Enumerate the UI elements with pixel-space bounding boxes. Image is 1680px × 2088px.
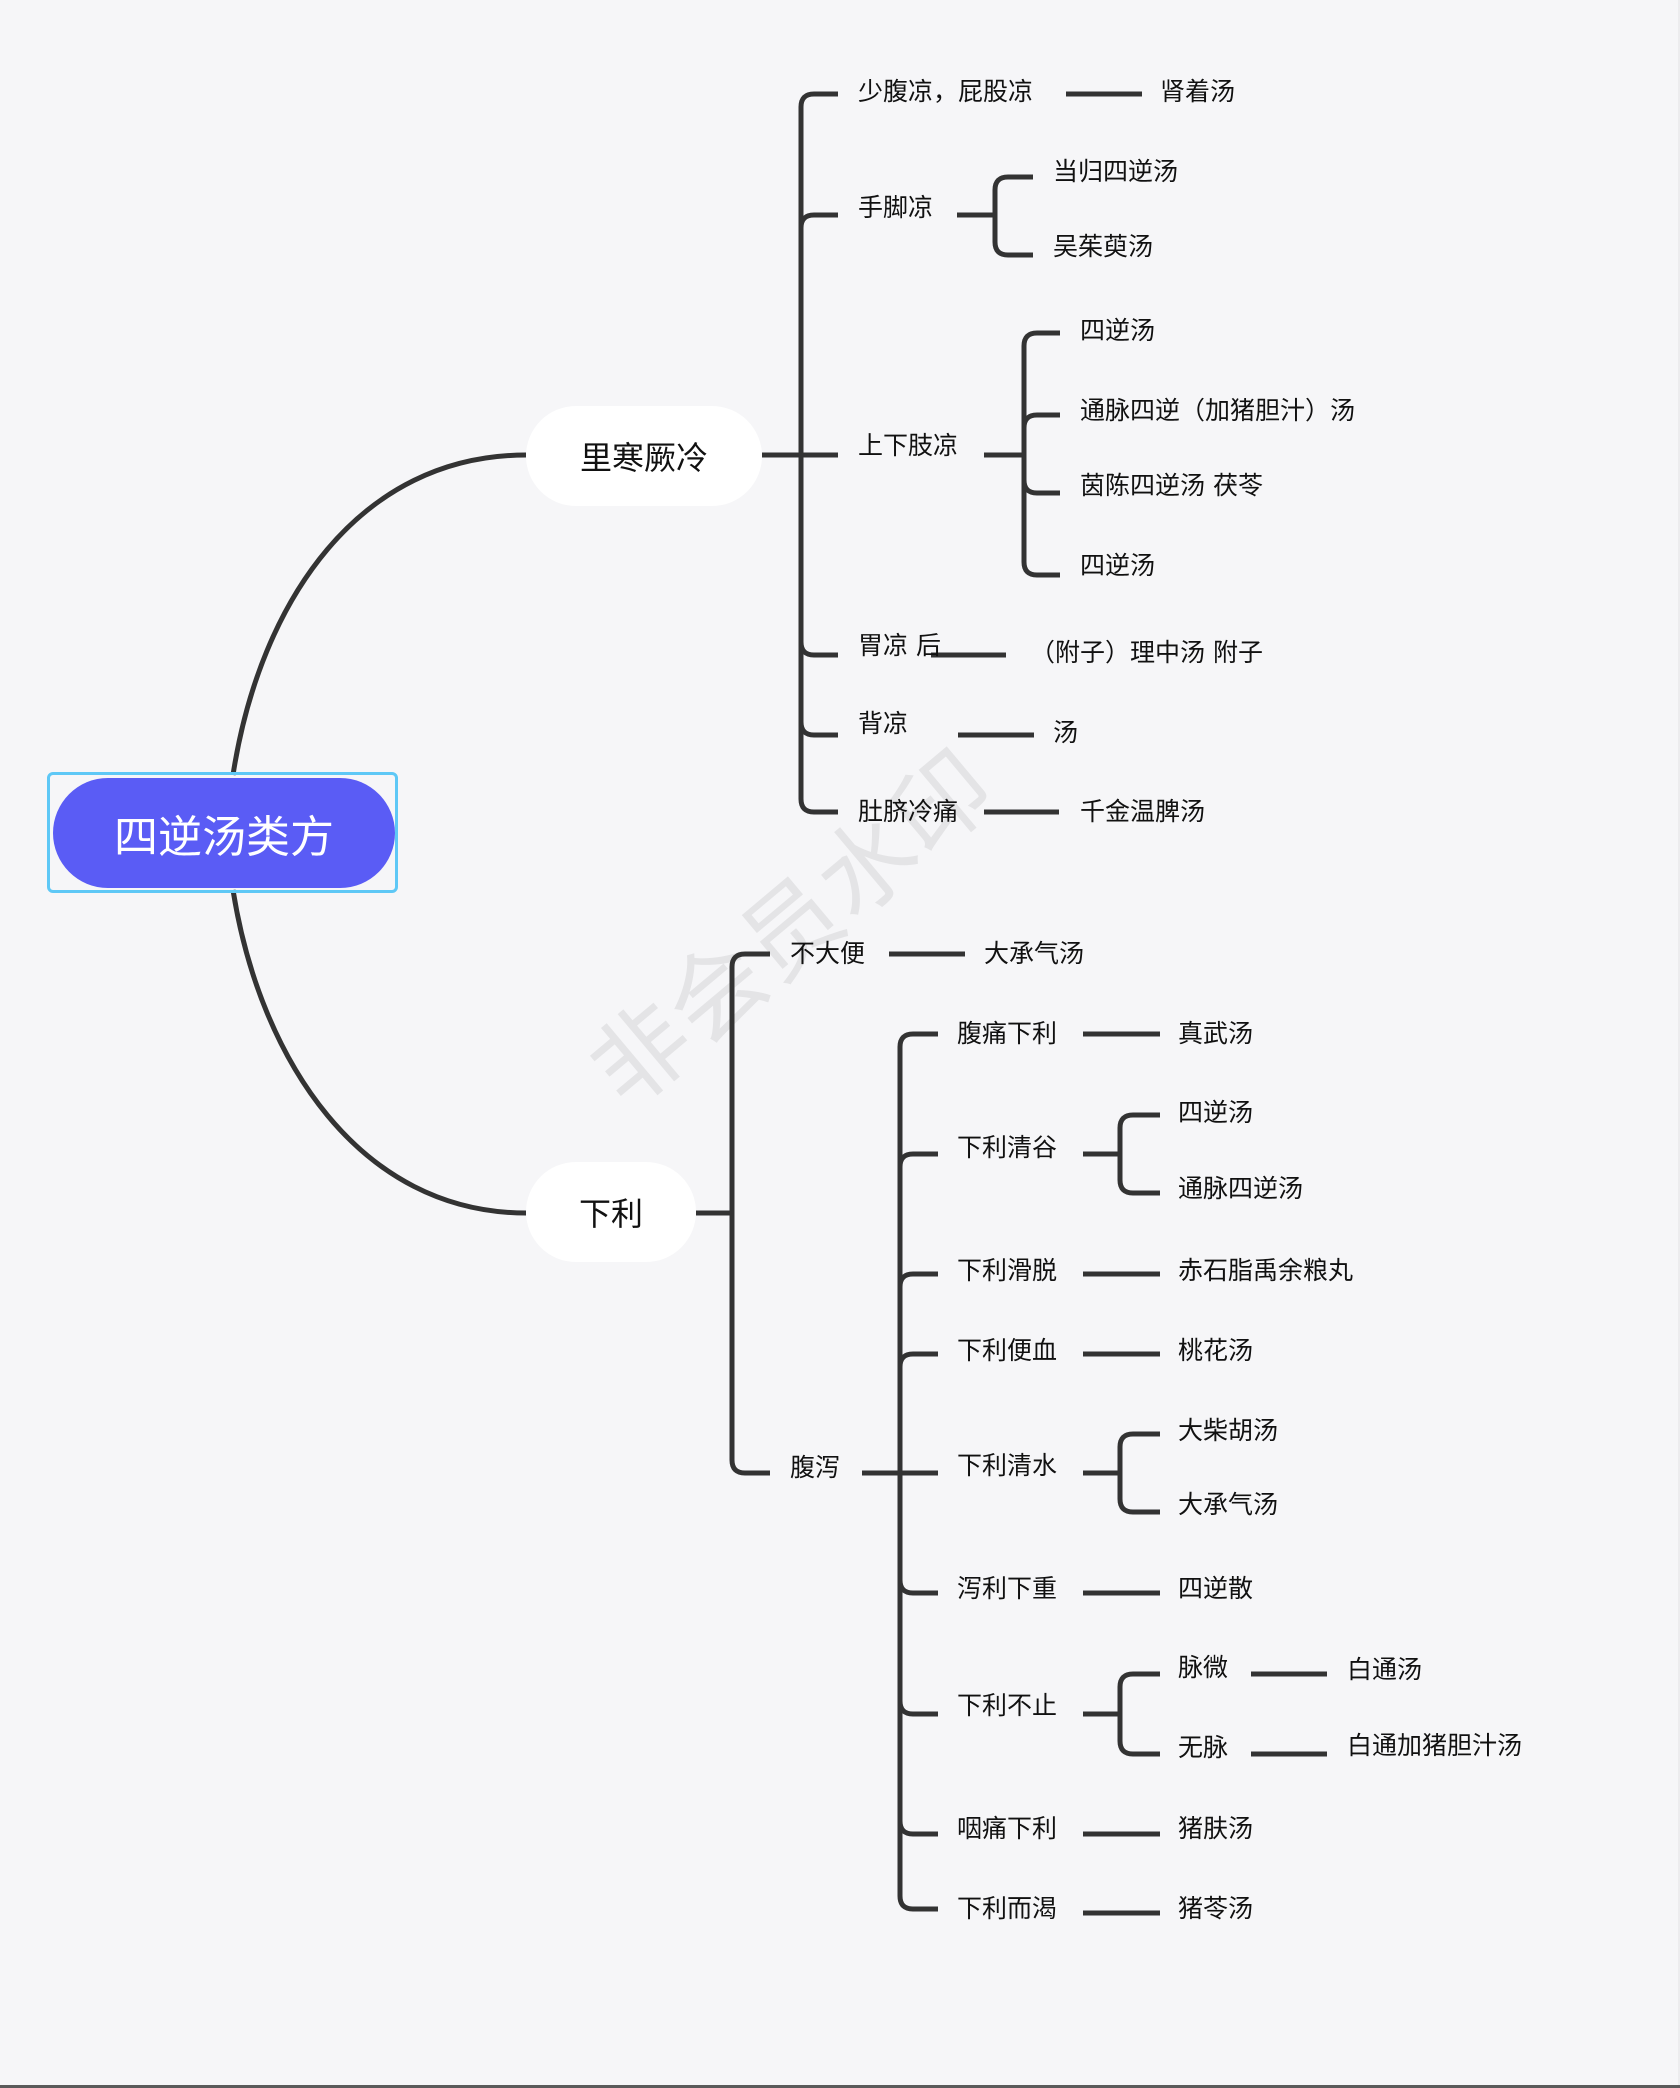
leaf-topic[interactable]: 汤 <box>1053 718 1079 747</box>
subtopic[interactable]: 肚脐冷痛 <box>858 797 959 826</box>
leaf-topic[interactable]: 猪苓汤 <box>1178 1894 1254 1923</box>
leaf-topic[interactable]: 千金温脾汤 <box>1080 797 1206 826</box>
leaf-topic[interactable]: 吴茱萸汤 <box>1053 232 1154 261</box>
leaf-topic[interactable]: 白通汤 <box>1347 1655 1423 1684</box>
leaf-topic[interactable]: 猪肤汤 <box>1178 1814 1254 1843</box>
subtopic[interactable]: 上下肢凉 <box>858 431 959 460</box>
leaf-topic[interactable]: 四逆汤 <box>1080 551 1156 580</box>
subtopic[interactable]: 无脉 <box>1178 1733 1229 1762</box>
subtopic[interactable]: 腹泻 <box>790 1453 841 1482</box>
leaf-topic[interactable]: 桃花汤 <box>1178 1336 1254 1365</box>
leaf-topic[interactable]: 通脉四逆汤 <box>1178 1174 1304 1203</box>
topic-branch-2-label: 下利 <box>578 1195 643 1233</box>
stub-b2-2-4 <box>897 1351 938 1368</box>
topic-branch-1[interactable]: 里寒厥冷 <box>526 406 762 506</box>
subtopic[interactable]: 咽痛下利 <box>957 1814 1058 1843</box>
subtopic[interactable]: 下利不止 <box>957 1691 1058 1720</box>
subtopic[interactable]: 腹痛下利 <box>957 1019 1058 1048</box>
bracket-b1-2 <box>992 174 1033 258</box>
canvas-right-edge <box>1678 0 1680 2088</box>
subtopic[interactable]: 脉微 <box>1178 1653 1229 1682</box>
stub-b1-5 <box>798 721 838 738</box>
leaf-topic[interactable]: 大承气汤 <box>1178 1490 1279 1519</box>
bracket-b2-2-7 <box>1117 1671 1160 1757</box>
bracket-b2-2-2 <box>1117 1112 1160 1196</box>
stub-b1-3-3 <box>1021 479 1060 496</box>
root-selection-frame <box>47 772 398 893</box>
stub-b1-4 <box>798 641 838 658</box>
leaf-topic[interactable]: 通脉四逆（加猪胆汁）汤 <box>1080 396 1356 425</box>
stub-b1-3-2 <box>1021 412 1060 429</box>
bracket-b2-2-5 <box>1117 1431 1160 1515</box>
leaf-topic[interactable]: 四逆汤 <box>1080 316 1156 345</box>
connector-root-to-branch-2 <box>230 889 527 1216</box>
subtopic[interactable]: 下利清谷 <box>957 1133 1058 1162</box>
topic-branch-1-label: 里寒厥冷 <box>579 439 708 477</box>
subtopic[interactable]: 下利清水 <box>957 1451 1058 1480</box>
root-topic-label: 四逆汤类方 <box>114 812 334 863</box>
leaf-topic[interactable]: 大承气汤 <box>984 939 1085 968</box>
stub-b2-2-2 <box>897 1151 938 1168</box>
leaf-topic[interactable]: 大柴胡汤 <box>1178 1416 1279 1445</box>
subtopic[interactable]: 胃凉 后 <box>858 631 941 660</box>
subtopic[interactable]: 背凉 <box>858 709 909 738</box>
stub-b1-2 <box>798 212 838 229</box>
topic-branch-2[interactable]: 下利 <box>526 1162 696 1262</box>
leaf-topic[interactable]: 真武汤 <box>1178 1019 1254 1048</box>
subtopic[interactable]: 手脚凉 <box>858 193 934 222</box>
subtopic[interactable]: 下利便血 <box>957 1336 1058 1365</box>
connector-root-to-branch-1 <box>230 452 527 776</box>
stub-b2-2-8 <box>897 1820 938 1837</box>
subtopic[interactable]: 下利而渴 <box>957 1894 1058 1923</box>
bracket-branch-2 <box>729 951 770 1476</box>
leaf-topic[interactable]: 肾着汤 <box>1160 77 1236 106</box>
subtopic[interactable]: 少腹凉，屁股凉 <box>858 77 1034 106</box>
leaf-topic[interactable]: 四逆散 <box>1178 1574 1254 1603</box>
subtopic[interactable]: 泻利下重 <box>957 1574 1058 1603</box>
subtopic[interactable]: 下利滑脱 <box>957 1256 1058 1285</box>
leaf-topic[interactable]: 茵陈四逆汤 茯苓 <box>1080 471 1263 500</box>
root-topic[interactable]: 四逆汤类方 <box>53 778 395 888</box>
subtopic[interactable]: 不大便 <box>790 939 866 968</box>
leaf-topic[interactable]: 白通加猪胆汁汤 <box>1347 1731 1523 1760</box>
leaf-topic[interactable]: 当归四逆汤 <box>1053 157 1179 186</box>
stub-b2-2-6 <box>897 1579 938 1596</box>
stub-b2-2-7 <box>897 1700 938 1717</box>
leaf-topic[interactable]: 四逆汤 <box>1178 1098 1254 1127</box>
canvas-bottom-border <box>0 2085 1680 2088</box>
leaf-topic[interactable]: 赤石脂禹余粮丸 <box>1178 1256 1354 1285</box>
stub-b2-2-3 <box>897 1271 938 1288</box>
leaf-topic[interactable]: （附子）理中汤 附子 <box>1030 638 1263 667</box>
bracket-b1-3 <box>1021 330 1060 578</box>
